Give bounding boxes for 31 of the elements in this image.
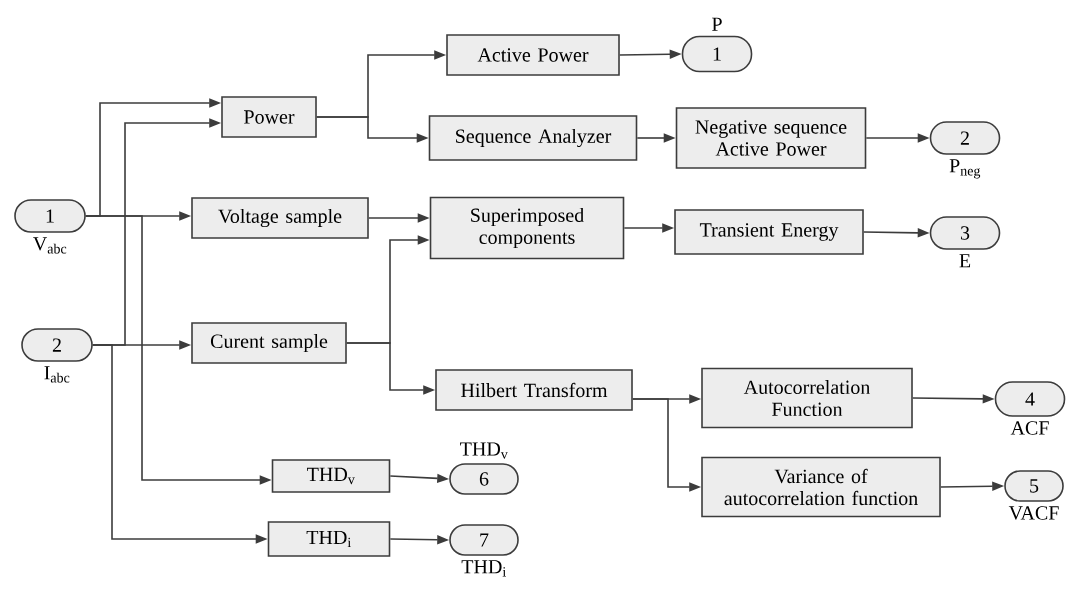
process-box: THD$_{v}$ xyxy=(271,459,391,493)
process-box: Transient Energy xyxy=(674,209,864,255)
port-terminal: 2 xyxy=(929,121,1001,155)
port-label: VACF xyxy=(1008,506,1059,520)
port-terminal: 4 xyxy=(994,381,1066,417)
process-box: Autocorrelation Function xyxy=(701,367,913,429)
port-terminal: 2 xyxy=(21,328,93,362)
port-label: P xyxy=(712,17,722,31)
port-terminal: 1 xyxy=(681,35,753,73)
port-terminal: 3 xyxy=(929,216,1001,250)
process-box: Hilbert Transform xyxy=(435,369,633,411)
port-label: THD$_{i}$ xyxy=(461,560,506,577)
port-label: THD$_{v}$ xyxy=(460,442,508,459)
port-label: I$_{abc}$ xyxy=(44,366,70,383)
port-terminal: 1 xyxy=(14,199,86,233)
port-label: ACF xyxy=(1010,421,1049,435)
port-terminal: 5 xyxy=(1004,470,1064,502)
port-label: V$_{abc}$ xyxy=(33,237,67,254)
port-terminal: 7 xyxy=(449,524,519,556)
port-terminal: 6 xyxy=(449,463,519,495)
process-box: Active Power xyxy=(446,34,620,76)
process-box: Superimposed components xyxy=(429,196,625,260)
port-label: E xyxy=(959,254,971,268)
process-box: Voltage sample xyxy=(191,197,369,239)
process-box: Negative sequence Active Power xyxy=(675,107,867,169)
process-box: THD$_{i}$ xyxy=(267,521,391,557)
process-box: Power xyxy=(221,96,317,138)
process-box: Variance of autocorrelation function xyxy=(701,456,941,518)
process-box: Curent sample xyxy=(191,322,347,364)
port-label: P$_{neg}$ xyxy=(949,159,981,179)
process-box: Sequence Analyzer xyxy=(428,115,638,161)
